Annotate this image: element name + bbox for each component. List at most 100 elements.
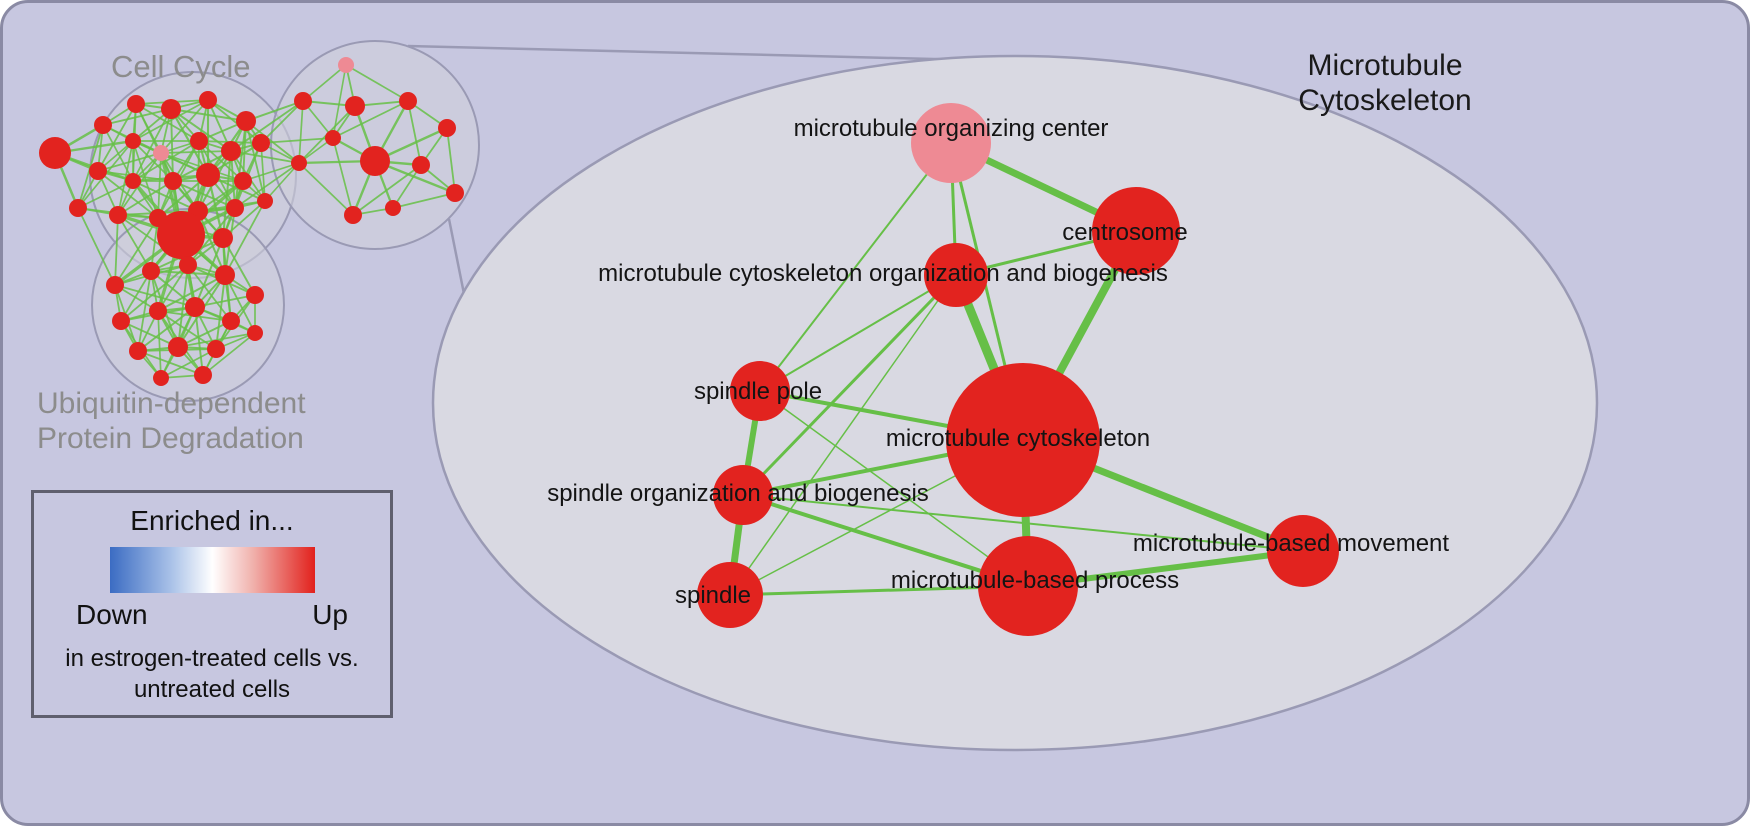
detail-nodes — [697, 103, 1339, 636]
overview-edge — [230, 100, 304, 152]
overview-node — [247, 325, 263, 341]
overview-edge — [260, 100, 304, 144]
detail-label-spindle: spindle — [675, 582, 751, 609]
overview-edge — [157, 264, 189, 312]
legend-title: Enriched in... — [130, 505, 294, 536]
overview-node — [412, 156, 430, 174]
overview-node — [257, 193, 273, 209]
overview-node — [294, 92, 312, 110]
overview-node — [215, 265, 235, 285]
overview-edge — [264, 162, 300, 202]
detail-node-mbp — [978, 536, 1078, 636]
overview-node — [109, 206, 127, 224]
overview-node — [153, 145, 169, 161]
overview-node — [325, 130, 341, 146]
overview-cluster-circles — [89, 40, 480, 402]
overview-node — [446, 184, 464, 202]
overview-node — [213, 228, 233, 248]
overview-node — [199, 91, 217, 109]
overview-node — [438, 119, 456, 137]
overview-edge — [345, 64, 409, 102]
overview-edge — [137, 270, 152, 352]
overview-edge — [260, 142, 266, 202]
overview-edge — [298, 100, 304, 164]
detail-labels: microtubule organizing centercentrosomem… — [547, 115, 1449, 609]
overview-edge — [132, 99, 209, 142]
overview-edge — [446, 127, 456, 194]
overview-edge — [298, 162, 354, 216]
overview-edge — [120, 270, 152, 322]
overview-edge — [132, 180, 199, 212]
overview-nodes — [39, 57, 464, 386]
overview-node — [185, 297, 205, 317]
cluster-circle-microtubule — [270, 40, 480, 250]
detail-node-mbm — [1267, 515, 1339, 587]
magnifier-line — [407, 44, 1014, 63]
overview-edge — [172, 180, 236, 209]
overview-node — [125, 173, 141, 189]
overview-node — [89, 162, 107, 180]
overview-node — [161, 99, 181, 119]
overview-node — [236, 111, 256, 131]
overview-edge — [234, 162, 300, 209]
overview-edge — [117, 180, 174, 216]
overview-edge — [245, 100, 304, 122]
overview-edge — [332, 100, 409, 139]
overview-node — [127, 95, 145, 113]
overview-edge — [245, 120, 266, 202]
overview-edge — [77, 180, 134, 209]
overview-node — [291, 155, 307, 171]
detail-node-spindle — [697, 562, 763, 628]
detail-node-mcob — [924, 243, 988, 307]
overview-edge — [137, 350, 204, 376]
detail-node-spindle_pole — [730, 361, 790, 421]
overview-node — [125, 133, 141, 149]
ubiquitin-cluster-label: Ubiquitin-dependent Protein Degradation — [37, 387, 306, 456]
detail-label-sob: spindle organization and biogenesis — [547, 480, 929, 507]
detail-label-mc: microtubule cytoskeleton — [886, 425, 1150, 452]
detail-label-mbm: microtubule-based movement — [1133, 530, 1449, 557]
overview-edge — [230, 150, 300, 164]
legend-caption: in estrogen-treated cells vs. untreated … — [65, 645, 359, 704]
legend-down-label: Down — [76, 599, 148, 630]
overview-edge — [260, 137, 334, 144]
overview-edge — [302, 64, 347, 102]
overview-edge — [187, 264, 232, 322]
detail-label-mbp: microtubule-based process — [891, 567, 1179, 594]
overview-edge — [77, 207, 116, 286]
overview-edge — [224, 200, 266, 276]
detail-edge-mcob-spindle — [729, 274, 957, 596]
overview-node — [222, 312, 240, 330]
legend-endpoint-labels: Down Up — [76, 599, 348, 631]
overview-edge — [157, 310, 162, 379]
overview-node — [39, 137, 71, 169]
overview-node — [234, 172, 252, 190]
detail-label-centrosome: centrosome — [1062, 219, 1187, 246]
overview-edge — [157, 274, 226, 312]
overview-node — [142, 262, 160, 280]
legend-box: Enriched in... Down Up in estrogen-treat… — [31, 490, 393, 718]
overview-edge — [160, 99, 209, 154]
overview-node — [385, 200, 401, 216]
overview-node — [207, 340, 225, 358]
legend-gradient-bar — [109, 547, 315, 593]
detail-edge-spindle_pole-mbp — [759, 390, 1029, 587]
overview-edge — [242, 162, 300, 182]
overview-edge — [202, 332, 256, 376]
overview-edge — [120, 264, 189, 322]
detail-label-spindle_pole: spindle pole — [694, 378, 822, 405]
detail-node-moc — [911, 103, 991, 183]
overview-node — [226, 199, 244, 217]
overview-node — [360, 146, 390, 176]
overview-node — [168, 337, 188, 357]
overview-edge — [97, 152, 162, 172]
overview-edge — [102, 108, 172, 126]
overview-node — [129, 342, 147, 360]
detail-node-centrosome — [1092, 187, 1180, 275]
overview-edge — [137, 306, 196, 352]
overview-edge — [222, 237, 256, 296]
overview-edge — [114, 217, 159, 286]
overview-node — [399, 92, 417, 110]
overview-edge — [407, 100, 422, 166]
